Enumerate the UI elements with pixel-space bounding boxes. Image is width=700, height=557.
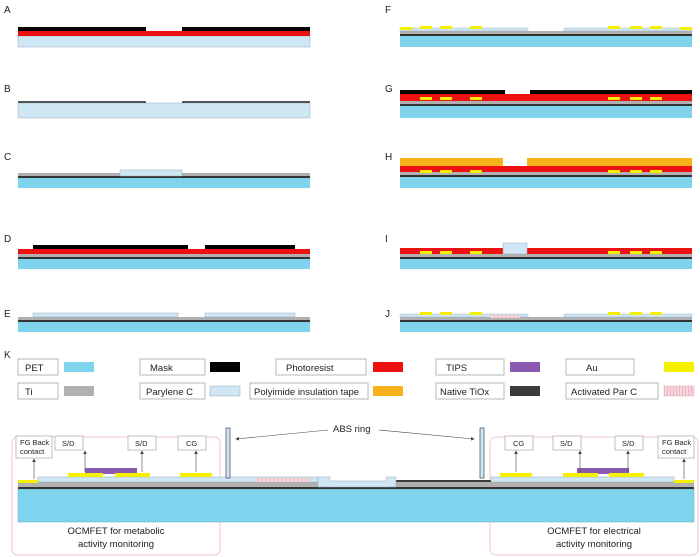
fg-back-left-line2: contact — [20, 447, 45, 456]
panel-label-k: K — [4, 350, 11, 361]
legend-photoresist-label: Photoresist — [286, 363, 334, 374]
panel-label-j: J — [385, 309, 390, 320]
abs-ring-right — [479, 427, 485, 479]
panel-label-e: E — [4, 309, 11, 320]
panel-b: B — [4, 84, 311, 119]
cg-label-left: CG — [186, 439, 197, 448]
legend: PET Mask Photoresist TIPS Au Ti Parylene… — [17, 358, 695, 400]
fg-back-right-line2: contact — [662, 447, 687, 456]
panel-label-b: B — [4, 84, 11, 95]
panel-f: F — [385, 5, 693, 47]
sd-left-1 — [68, 473, 103, 477]
legend-activated-label: Activated Par C — [571, 387, 637, 398]
legend-ti-swatch — [64, 386, 94, 396]
fg-back-left-line1: FG Back — [20, 438, 49, 447]
abs-ring-label: ABS ring — [333, 424, 371, 435]
legend-photoresist-swatch — [373, 362, 403, 372]
device-cross-section: ABS ring FG Back contact S/D S/D CG CG S… — [11, 424, 699, 556]
legend-pet-label: PET — [25, 363, 44, 374]
sd-label-left-2: S/D — [135, 439, 148, 448]
activated-parylene-region — [255, 478, 310, 482]
panel-g: G — [385, 84, 692, 118]
legend-parylene-label: Parylene C — [146, 387, 193, 398]
tips-left — [85, 468, 137, 474]
legend-tiox-swatch — [510, 386, 540, 396]
panel-c: C — [4, 152, 310, 188]
cg-left — [180, 473, 212, 477]
tips-right — [577, 468, 629, 474]
legend-tips-label: TIPS — [446, 363, 467, 374]
left-caption-line1: OCMFET for metabolic — [68, 526, 165, 537]
legend-polyimide-swatch — [373, 386, 403, 396]
legend-mask-label: Mask — [150, 363, 173, 374]
left-caption-line2: activity monitoring — [78, 539, 154, 550]
sd-right-1 — [563, 473, 598, 477]
legend-tiox-label: Native TiOx — [440, 387, 489, 398]
legend-polyimide-label: Polyimide insulation tape — [254, 387, 359, 398]
legend-tips-swatch — [510, 362, 540, 372]
fg-back-right-line1: FG Back — [662, 438, 691, 447]
legend-ti-label: Ti — [25, 387, 33, 398]
fg-back-contact-left — [18, 480, 38, 483]
right-caption-line2: activity monitoring — [556, 539, 632, 550]
panel-label-f: F — [385, 5, 391, 16]
sd-right-2 — [609, 473, 644, 477]
abs-ring-left — [225, 427, 231, 479]
legend-au-label: Au — [586, 363, 598, 374]
panel-d: D — [4, 234, 310, 269]
sd-label-right-1: S/D — [560, 439, 573, 448]
panel-e: E — [4, 309, 310, 332]
legend-mask-swatch — [210, 362, 240, 372]
panel-label-a: A — [4, 5, 11, 16]
legend-au-swatch — [664, 362, 694, 372]
right-caption-line1: OCMFET for electrical — [547, 526, 641, 537]
sd-label-left-1: S/D — [62, 439, 75, 448]
sd-left-2 — [115, 473, 150, 477]
panel-a: A — [4, 5, 311, 48]
legend-pet-swatch — [64, 362, 94, 372]
panel-i: I — [385, 234, 692, 269]
panel-label-d: D — [4, 234, 11, 245]
pet-substrate — [17, 488, 695, 523]
legend-activated-swatch — [663, 385, 695, 397]
panel-h: H — [385, 152, 692, 188]
fg-back-contact-right — [674, 480, 694, 483]
panel-label-g: G — [385, 84, 393, 95]
panel-label-i: I — [385, 234, 388, 245]
panel-j: J — [385, 309, 693, 332]
panel-label-c: C — [4, 152, 11, 163]
sd-label-right-2: S/D — [622, 439, 635, 448]
legend-parylene-swatch — [209, 385, 241, 397]
cg-right — [500, 473, 532, 477]
cg-label-right: CG — [513, 439, 524, 448]
panel-label-h: H — [385, 152, 392, 163]
